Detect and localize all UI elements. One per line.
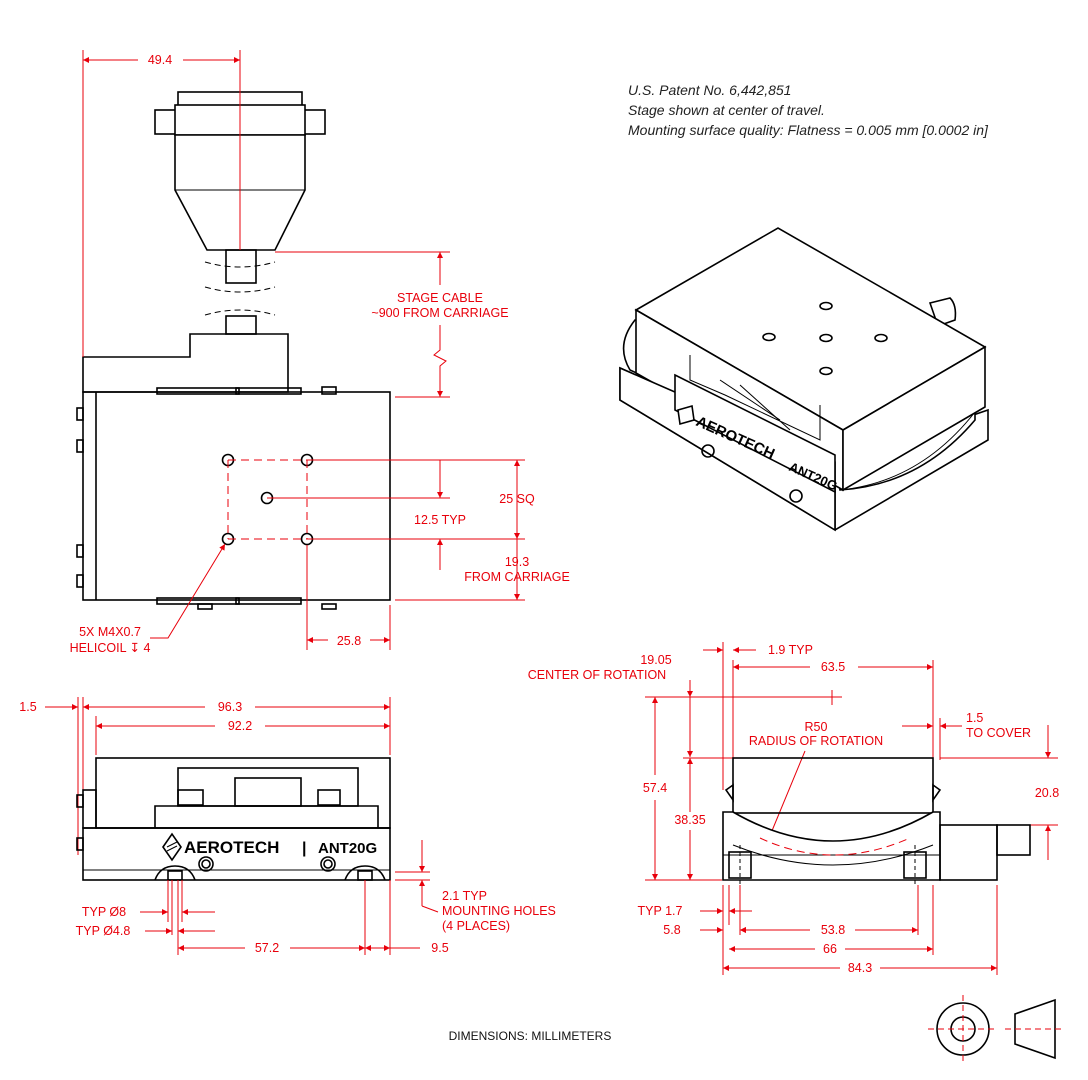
from-carriage-label: FROM CARRIAGE: [464, 570, 570, 584]
units-note: DIMENSIONS: MILLIMETERS: [449, 1029, 612, 1043]
dim-96-3: 96.3: [218, 700, 242, 714]
front-model-label: ANT20G: [318, 840, 377, 857]
mounting-hole-pattern: [221, 453, 314, 546]
dim-typ-1-7: TYP 1.7: [638, 904, 683, 918]
dim-9-5: 9.5: [431, 941, 448, 955]
dim-5-8: 5.8: [663, 923, 680, 937]
dim-25-8: 25.8: [337, 634, 361, 648]
front-brand-label: AEROTECH: [184, 838, 279, 857]
travel-note: Stage shown at center of travel.: [628, 102, 825, 118]
to-cover-label: TO COVER: [966, 726, 1031, 740]
center-rotation-label: CENTER OF ROTATION: [528, 668, 666, 682]
dim-1-5-cover: 1.5: [966, 711, 983, 725]
dim-20-8: 20.8: [1035, 786, 1059, 800]
cable-length-label: ~900 FROM CARRIAGE: [371, 306, 508, 320]
top-view: 49.4 STAGE CABLE ~900 FROM CARRIAGE 25 S…: [70, 50, 570, 655]
radius-rotation-label: RADIUS OF ROTATION: [749, 734, 883, 748]
dim-63-5: 63.5: [821, 660, 845, 674]
dim-66: 66: [823, 942, 837, 956]
dim-19-3: 19.3: [505, 555, 529, 569]
dim-92-2: 92.2: [228, 719, 252, 733]
dim-1-5: 1.5: [19, 700, 36, 714]
dim-57-2: 57.2: [255, 941, 279, 955]
dim-38-35: 38.35: [674, 813, 705, 827]
side-view: 1.9 TYP 63.5 19.05 CENTER OF ROTATION R5…: [528, 642, 1059, 975]
dim-typ-d48: TYP Ø4.8: [76, 924, 131, 938]
helicoil-label: HELICOIL ↧ 4: [70, 641, 151, 655]
dim-49-4: 49.4: [148, 53, 172, 67]
hole-spec-label: 5X M4X0.7: [79, 625, 141, 639]
cable-label: STAGE CABLE: [397, 291, 483, 305]
dim-19-05: 19.05: [640, 653, 671, 667]
general-notes: U.S. Patent No. 6,442,851 Stage shown at…: [628, 82, 989, 138]
dim-typ-d8: TYP Ø8: [82, 905, 126, 919]
front-view: 1.5 96.3 92.2 AEROTECH | ANT20G: [19, 697, 556, 955]
patent-note: U.S. Patent No. 6,442,851: [628, 82, 791, 98]
r50-label: R50: [805, 720, 828, 734]
dim-2-1: 2.1 TYP: [442, 889, 487, 903]
dim-12-5: 12.5 TYP: [414, 513, 466, 527]
third-angle-projection-icon: [928, 995, 1065, 1065]
dim-53-8: 53.8: [821, 923, 845, 937]
aerotech-logo-icon: [162, 832, 182, 862]
isometric-view: AEROTECH ANT20G: [619, 227, 989, 532]
front-separator: |: [302, 840, 306, 857]
mounting-holes-label: MOUNTING HOLES: [442, 904, 556, 918]
flatness-note: Mounting surface quality: Flatness = 0.0…: [628, 122, 989, 138]
dim-25-sq: 25 SQ: [499, 492, 535, 506]
dim-84-3: 84.3: [848, 961, 872, 975]
mounting-places-label: (4 PLACES): [442, 919, 510, 933]
dim-57-4: 57.4: [643, 781, 667, 795]
dim-1-9-typ: 1.9 TYP: [768, 643, 813, 657]
